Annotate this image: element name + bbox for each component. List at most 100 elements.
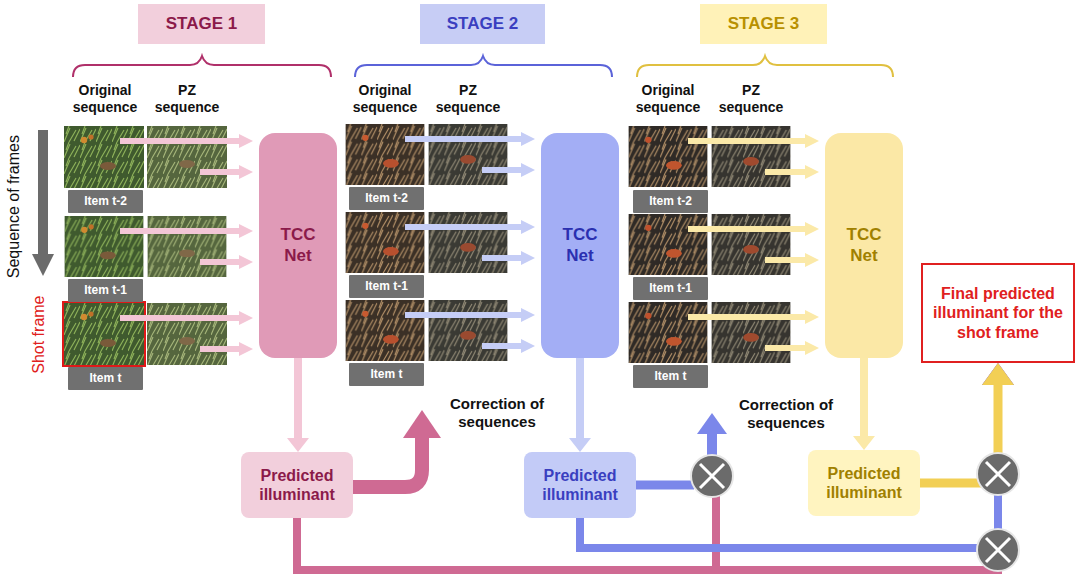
frame-image [64,303,144,365]
combine-line [712,494,720,574]
annotation-label: Original sequence [628,82,708,116]
frame-image [147,303,227,365]
input-arrow [200,169,243,175]
input-arrow [200,259,243,265]
multiply-cross [986,462,1010,486]
frame-image [429,124,508,185]
input-arrow [482,255,525,261]
combine-line [634,481,694,490]
annotation-label: PZ sequence [428,82,508,116]
annotation-label: Correction of sequences [727,396,845,432]
sequence-arrow-head [32,254,54,276]
network-box: TCC Net [825,133,903,358]
node-text: STAGE 1 [166,14,237,34]
frame-image [147,126,227,188]
connector-line [860,358,868,437]
correction-arrow [707,432,717,456]
frame-image [64,126,144,188]
node-text: Item t-2 [84,194,127,208]
frame-tag: Item t-1 [349,275,424,298]
stage-header: STAGE 3 [700,4,827,44]
multiply-cross [986,538,1010,562]
frame-image [712,214,791,275]
input-arrow [120,138,243,144]
arrow-head [569,438,591,452]
connector [569,358,591,452]
axis-label: Shot frame [29,285,48,385]
multiply-symbol [977,529,1019,571]
frame-image [346,124,425,185]
input-arrow [200,346,243,352]
frame-tag: Item t [349,363,424,386]
annotation-label: PZ sequence [147,82,227,116]
input-arrows [405,139,525,346]
frame-tag: Item t [633,365,708,388]
input-arrow [688,314,809,320]
node-text: Item t [654,369,686,383]
input-arrow [405,312,525,318]
connector [920,363,1014,483]
node-text: Item t-2 [365,191,408,205]
frame-image [712,126,791,187]
frame-tag: Item t-1 [633,277,708,300]
arrow-head [982,363,1014,385]
prediction-box: Predicted illuminant [524,452,636,518]
frame-image [629,214,708,275]
connector [580,363,1014,548]
node-text: STAGE 2 [447,14,518,34]
arrow-head [982,363,1014,385]
frame-tag: Item t-2 [633,190,708,213]
frame-image [346,300,425,361]
stage-bracket [637,56,893,77]
network-box: TCC Net [541,133,619,358]
frame-image [429,212,508,273]
axis-label: Sequence of frames [4,122,23,292]
connector [297,363,1014,570]
node-text: Item t [89,371,121,385]
input-arrow [405,224,525,230]
frame-image [429,300,508,361]
multiply-cross [700,464,724,488]
node-text: STAGE 3 [728,14,799,34]
input-arrows [120,141,243,349]
annotation-label: Correction of sequences [438,395,556,431]
frame-tag: Item t [68,367,143,390]
correction-arrow-head [403,410,441,438]
arrow-head [853,436,875,450]
frame-tag: Item t-1 [68,279,143,302]
frame-tag: Item t-2 [349,187,424,210]
node-text: Final predicted illuminant for the shot … [933,284,1063,342]
arrow-head [287,438,309,452]
connector-line [576,358,584,439]
input-arrow [688,138,809,144]
connector [853,358,875,450]
input-arrow [482,167,525,173]
connector-line [580,384,998,548]
frame-image [629,126,708,187]
stage-header: STAGE 2 [420,4,545,44]
arrow-head [982,363,1014,385]
network-box: TCC Net [259,133,337,358]
frame-tag: Item t-2 [68,190,143,213]
node-text: Item t-1 [649,281,692,295]
input-arrow [120,315,243,321]
node-text: Predicted illuminant [812,464,916,502]
input-arrow [120,228,243,234]
node-text: Item t-2 [649,194,692,208]
multiply-symbol [691,455,733,497]
connector-line [297,384,998,570]
input-arrow [482,343,525,349]
multiply-symbol [977,453,1019,495]
input-arrow [688,226,809,232]
frame-image [148,216,227,277]
stage-bracket [73,56,331,77]
correction-arrow [351,436,422,487]
node-text: Item t [370,367,402,381]
input-arrow [765,257,809,263]
connector [287,358,309,452]
node-text: Predicted illuminant [528,466,632,504]
connector-line [294,358,302,439]
prediction-box: Predicted illuminant [808,450,920,516]
node-text: TCC Net [276,225,321,266]
